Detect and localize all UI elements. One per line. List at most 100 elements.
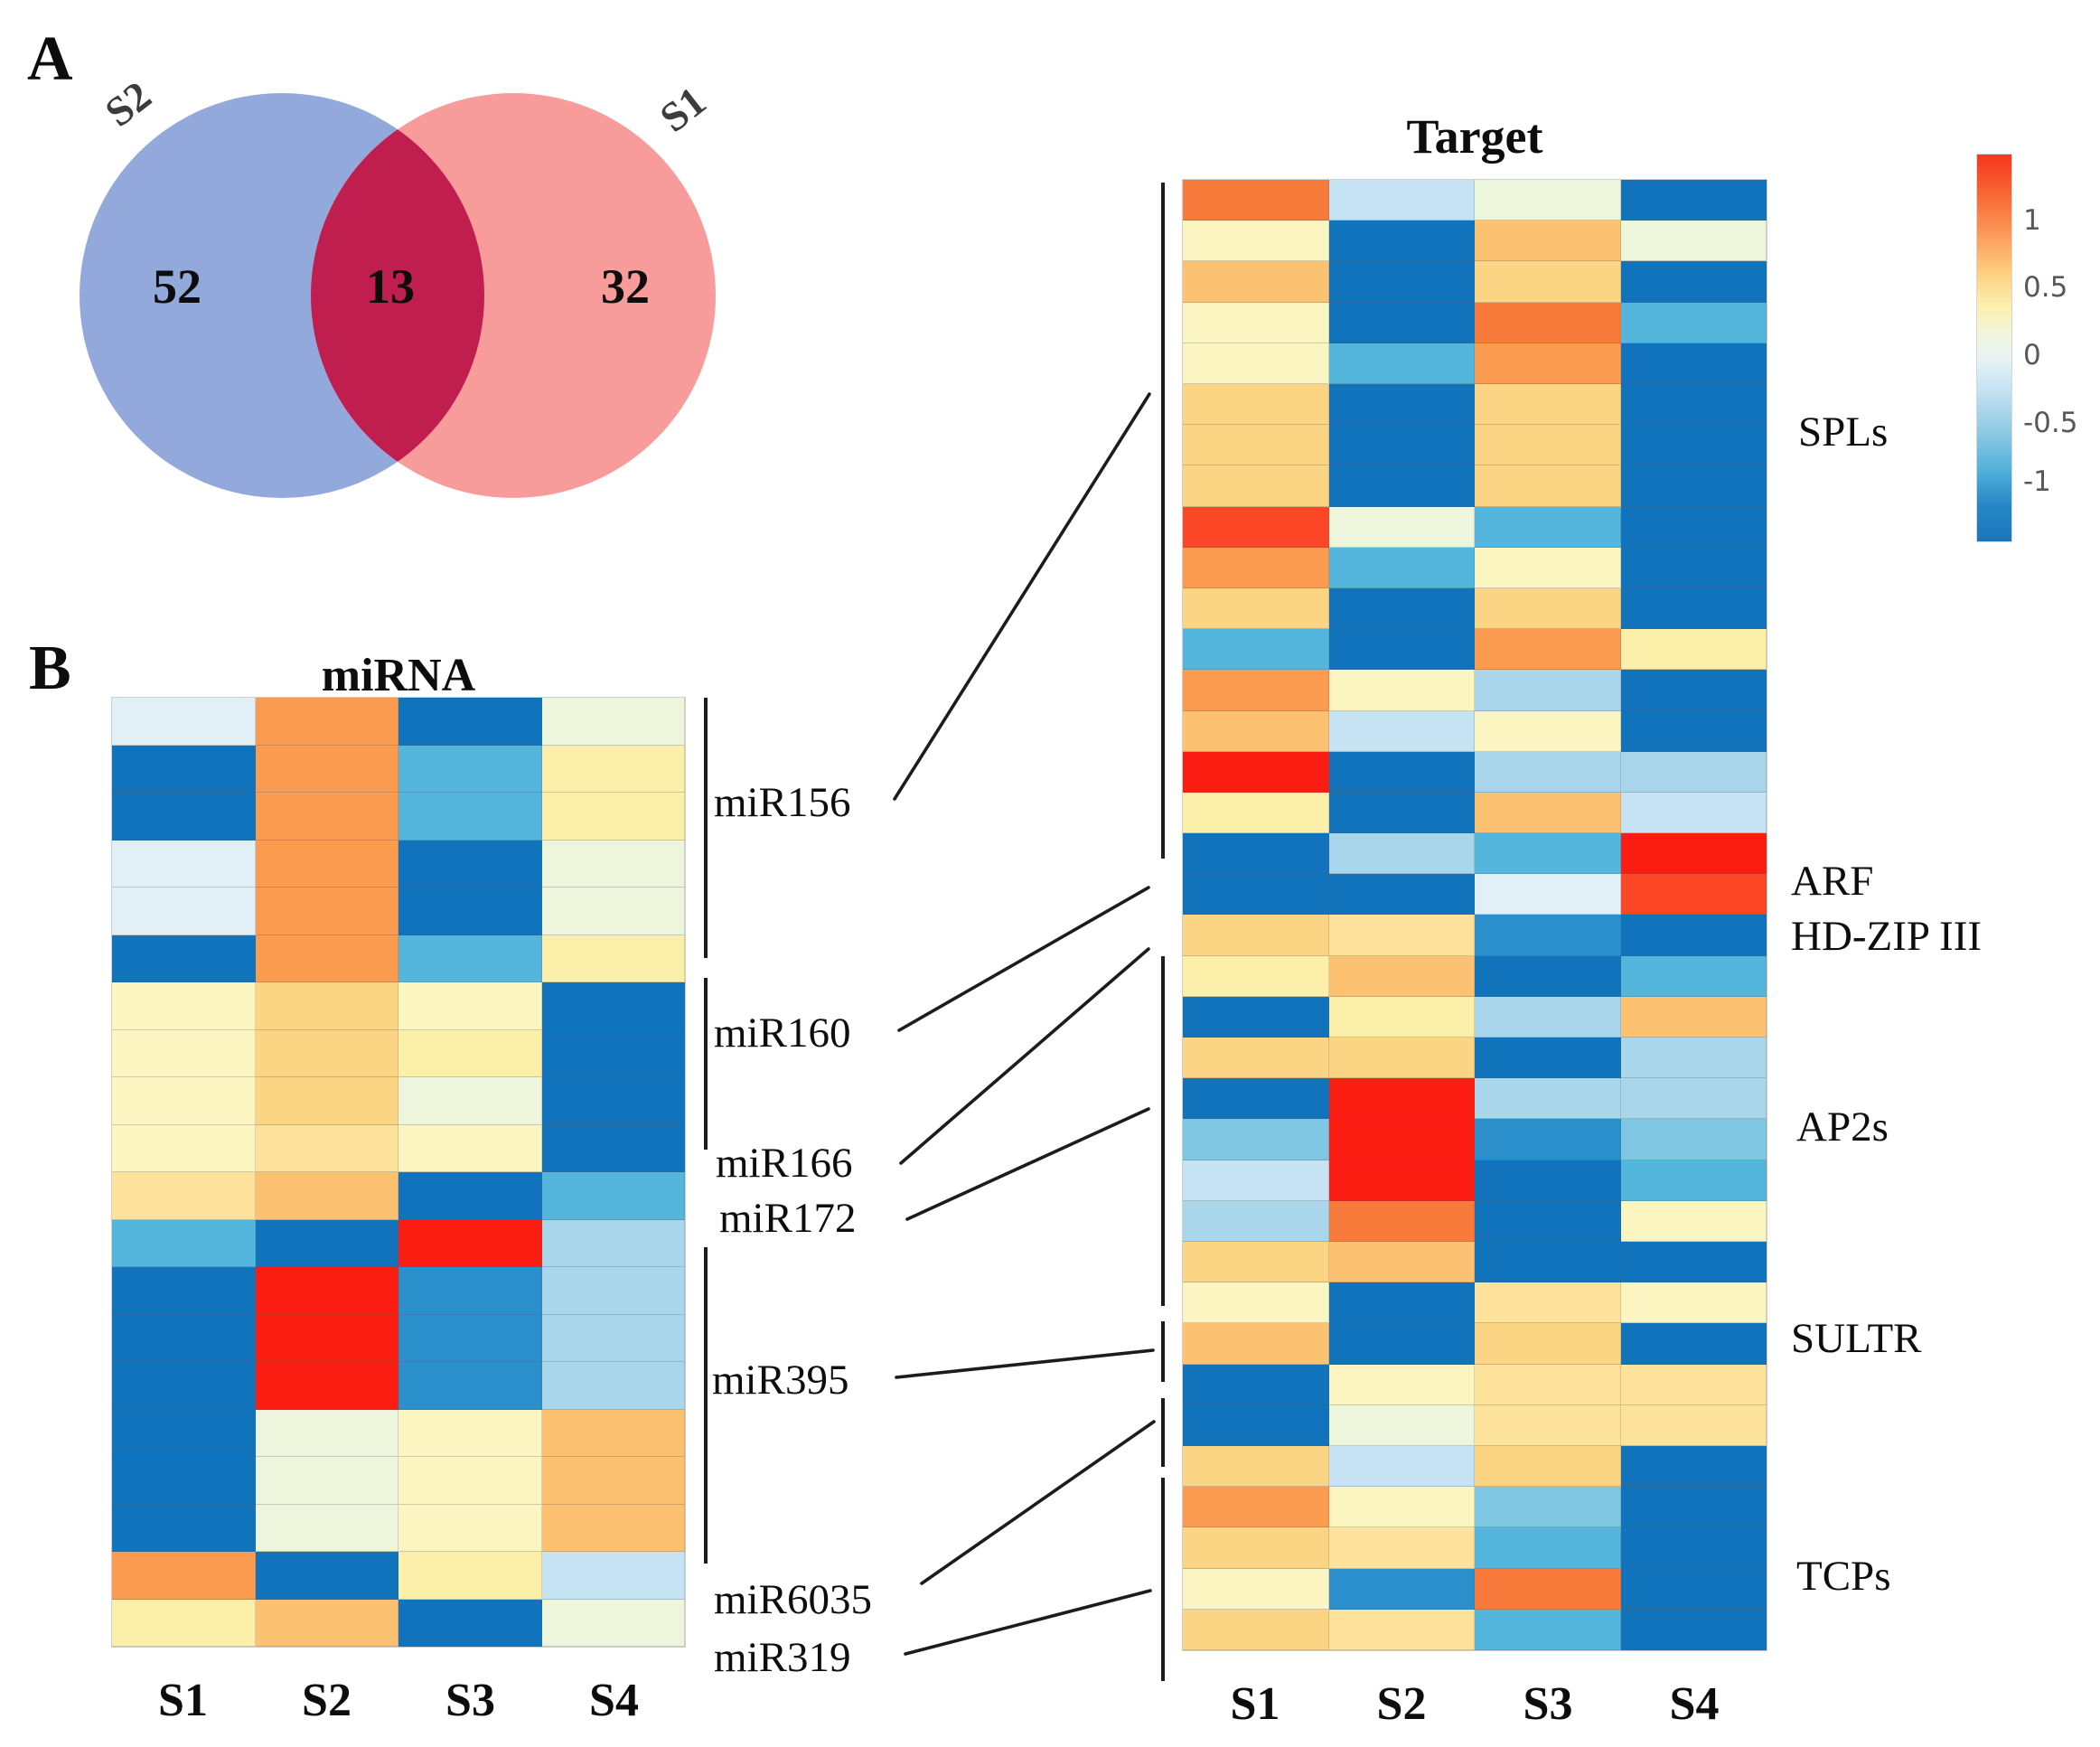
- mirna-heatmap-title: miRNA: [321, 650, 476, 701]
- mirna-cell: [112, 698, 256, 746]
- colorbar-tick-m1: -1: [2023, 465, 2051, 498]
- target-cell: [1475, 1323, 1621, 1365]
- mirna-cell: [398, 1124, 542, 1172]
- target-cell: [1620, 833, 1767, 875]
- mir-label-mir166: miR166: [716, 1140, 853, 1187]
- connector-mir172-ap2s: [905, 1107, 1150, 1221]
- mirna-col-s4: S4: [589, 1675, 639, 1726]
- mirna-cell: [398, 793, 542, 841]
- mirna-cell: [541, 1362, 685, 1410]
- mirna-cell: [112, 1029, 256, 1077]
- mirna-cell: [255, 1504, 398, 1552]
- colorbar: [1976, 154, 2012, 542]
- target-cell: [1620, 1119, 1767, 1160]
- mirna-cell: [541, 1457, 685, 1505]
- target-cell: [1475, 1568, 1621, 1610]
- target-cell: [1620, 1160, 1767, 1201]
- target-cell: [1620, 1527, 1767, 1569]
- target-cell: [1620, 629, 1767, 671]
- mirna-cell: [255, 1172, 398, 1220]
- connector-mir166-hdzip: [899, 947, 1150, 1165]
- colorbar-tick-1: 1: [2023, 204, 2041, 237]
- target-cell: [1475, 874, 1621, 916]
- target-cell: [1328, 710, 1475, 752]
- mirna-cell: [541, 982, 685, 1030]
- target-cell: [1620, 1200, 1767, 1243]
- target-col-s1: S1: [1230, 1678, 1280, 1730]
- target-cell: [1183, 1609, 1329, 1650]
- mirna-cell: [398, 745, 542, 793]
- target-cell: [1620, 1038, 1767, 1079]
- mirna-cell: [112, 888, 256, 935]
- mirna-cell: [112, 1267, 256, 1315]
- mirna-cell: [541, 1219, 685, 1267]
- target-cell: [1183, 261, 1329, 303]
- target-cell: [1183, 1364, 1329, 1405]
- mirna-cell: [255, 1362, 398, 1410]
- target-cell: [1328, 1242, 1475, 1283]
- target-cell: [1183, 1568, 1329, 1610]
- target-cell: [1328, 751, 1475, 793]
- target-cell: [1328, 1038, 1475, 1079]
- target-cell: [1328, 955, 1475, 997]
- target-cell: [1328, 343, 1475, 384]
- mirna-cell: [255, 935, 398, 982]
- mirna-cell: [112, 1219, 256, 1267]
- target-cell: [1328, 629, 1475, 671]
- target-cell: [1328, 547, 1475, 588]
- target-cell: [1620, 302, 1767, 343]
- target-cell: [1183, 1404, 1329, 1447]
- target-cell: [1475, 465, 1621, 507]
- target-cell: [1620, 915, 1767, 956]
- target-cell: [1183, 792, 1329, 834]
- target-cell: [1475, 996, 1621, 1038]
- mirna-cell: [398, 1219, 542, 1267]
- mirna-cell: [541, 935, 685, 982]
- mirna-cell: [398, 1314, 542, 1362]
- mirna-cell: [255, 1409, 398, 1457]
- target-cell: [1620, 955, 1767, 997]
- target-cell: [1328, 221, 1475, 262]
- group-label-tcps: TCPs: [1796, 1553, 1891, 1600]
- target-cell: [1183, 1487, 1329, 1528]
- bracket-mir160: [704, 978, 708, 1150]
- mirna-cell: [112, 1457, 256, 1505]
- group-label-sultr: SULTR: [1791, 1315, 1922, 1362]
- mirna-cell: [255, 1077, 398, 1125]
- target-cell: [1475, 383, 1621, 426]
- mirna-cell: [541, 1029, 685, 1077]
- target-cell: [1620, 261, 1767, 303]
- mirna-cell: [255, 1029, 398, 1077]
- bracket-sultr: [1161, 1321, 1165, 1382]
- connector-mir319-tcps: [904, 1589, 1152, 1656]
- target-cell: [1328, 792, 1475, 834]
- target-cell: [1328, 1323, 1475, 1365]
- target-cell: [1328, 425, 1475, 466]
- colorbar-tick-0: 0: [2023, 339, 2041, 371]
- target-cell: [1475, 1487, 1621, 1528]
- target-cell: [1475, 833, 1621, 875]
- mirna-cell: [398, 1504, 542, 1552]
- mirna-cell: [255, 1599, 398, 1647]
- bracket-spls: [1161, 183, 1165, 859]
- mirna-cell: [541, 1552, 685, 1600]
- target-cell: [1328, 1609, 1475, 1650]
- target-cell: [1183, 1200, 1329, 1243]
- target-cell: [1183, 1242, 1329, 1283]
- target-cell: [1475, 1446, 1621, 1488]
- venn-diagram: S2 S1 52 13 32: [80, 72, 716, 498]
- target-cell: [1620, 792, 1767, 834]
- target-cell: [1183, 425, 1329, 466]
- target-cell: [1475, 221, 1621, 262]
- target-cell: [1328, 261, 1475, 303]
- target-cell: [1620, 1242, 1767, 1283]
- target-cell: [1183, 710, 1329, 752]
- target-cell: [1328, 833, 1475, 875]
- target-cell: [1620, 874, 1767, 916]
- target-cell: [1620, 1323, 1767, 1365]
- target-cell: [1183, 221, 1329, 262]
- group-label-ap2s: AP2s: [1796, 1104, 1889, 1151]
- target-cell: [1328, 670, 1475, 711]
- target-cell: [1475, 1609, 1621, 1650]
